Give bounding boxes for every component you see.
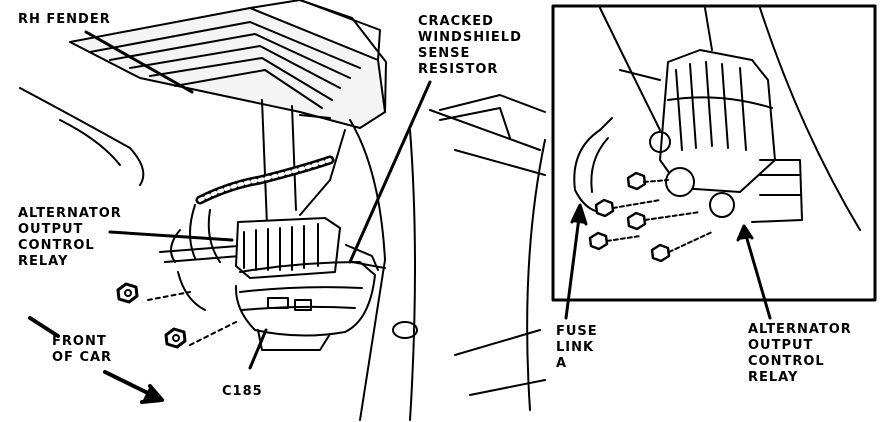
alt-relay-right-line-3: CONTROL [748, 354, 825, 369]
fuse-link-clip [573, 117, 613, 213]
connector-c185-label: C185 [222, 384, 263, 399]
alternator-relay-right-label: ALTERNATOR OUTPUT CONTROL RELAY [748, 322, 852, 386]
fender-panel [19, 0, 387, 186]
rh-fender-label: RH FENDER [18, 12, 111, 27]
alt-relay-right-line-4: RELAY [748, 370, 799, 385]
inset-frame [551, 4, 877, 302]
front-of-car-arrows [28, 316, 164, 404]
fuse-link-label: FUSE LINK A [556, 324, 598, 372]
alt-relay-right-line-2: OUTPUT [748, 338, 814, 353]
alt-relay-right-line-1: ALTERNATOR [748, 322, 852, 337]
wiring-harness [159, 155, 335, 311]
body-structure [261, 94, 546, 421]
cracked-resistor-line-4: RESISTOR [418, 62, 499, 77]
hex-nuts-left [116, 282, 237, 349]
front-of-car-label: FRONT OF CAR [52, 334, 112, 366]
hex-nuts-right [588, 171, 713, 263]
front-of-car-line-2: OF CAR [52, 350, 113, 365]
front-of-car-line-1: FRONT [52, 334, 107, 349]
alt-relay-left-line-2: OUTPUT [18, 222, 84, 237]
fuse-link-line-2: LINK [556, 340, 595, 355]
cracked-resistor-line-1: CRACKED [418, 14, 494, 29]
left-engine-bay-view [19, 0, 546, 421]
fuse-link-line-1: FUSE [556, 324, 598, 339]
alternator-relay-left-label: ALTERNATOR OUTPUT CONTROL RELAY [18, 206, 122, 270]
alt-relay-left-line-4: RELAY [18, 254, 69, 269]
leader-lines-left [84, 30, 432, 370]
cracked-resistor-line-3: SENSE [418, 46, 471, 61]
fuse-link-line-3: A [556, 356, 568, 371]
alt-relay-left-line-3: CONTROL [18, 238, 95, 253]
alt-relay-left-line-1: ALTERNATOR [18, 206, 122, 221]
right-inset-view [551, 4, 877, 320]
cracked-resistor-label: CRACKED WINDSHIELD SENSE RESISTOR [418, 14, 522, 78]
cracked-resistor-line-2: WINDSHIELD [418, 30, 522, 45]
alternator-relay-left [234, 217, 386, 351]
leader-lines-right [564, 203, 772, 320]
relay-block-right [649, 49, 803, 223]
